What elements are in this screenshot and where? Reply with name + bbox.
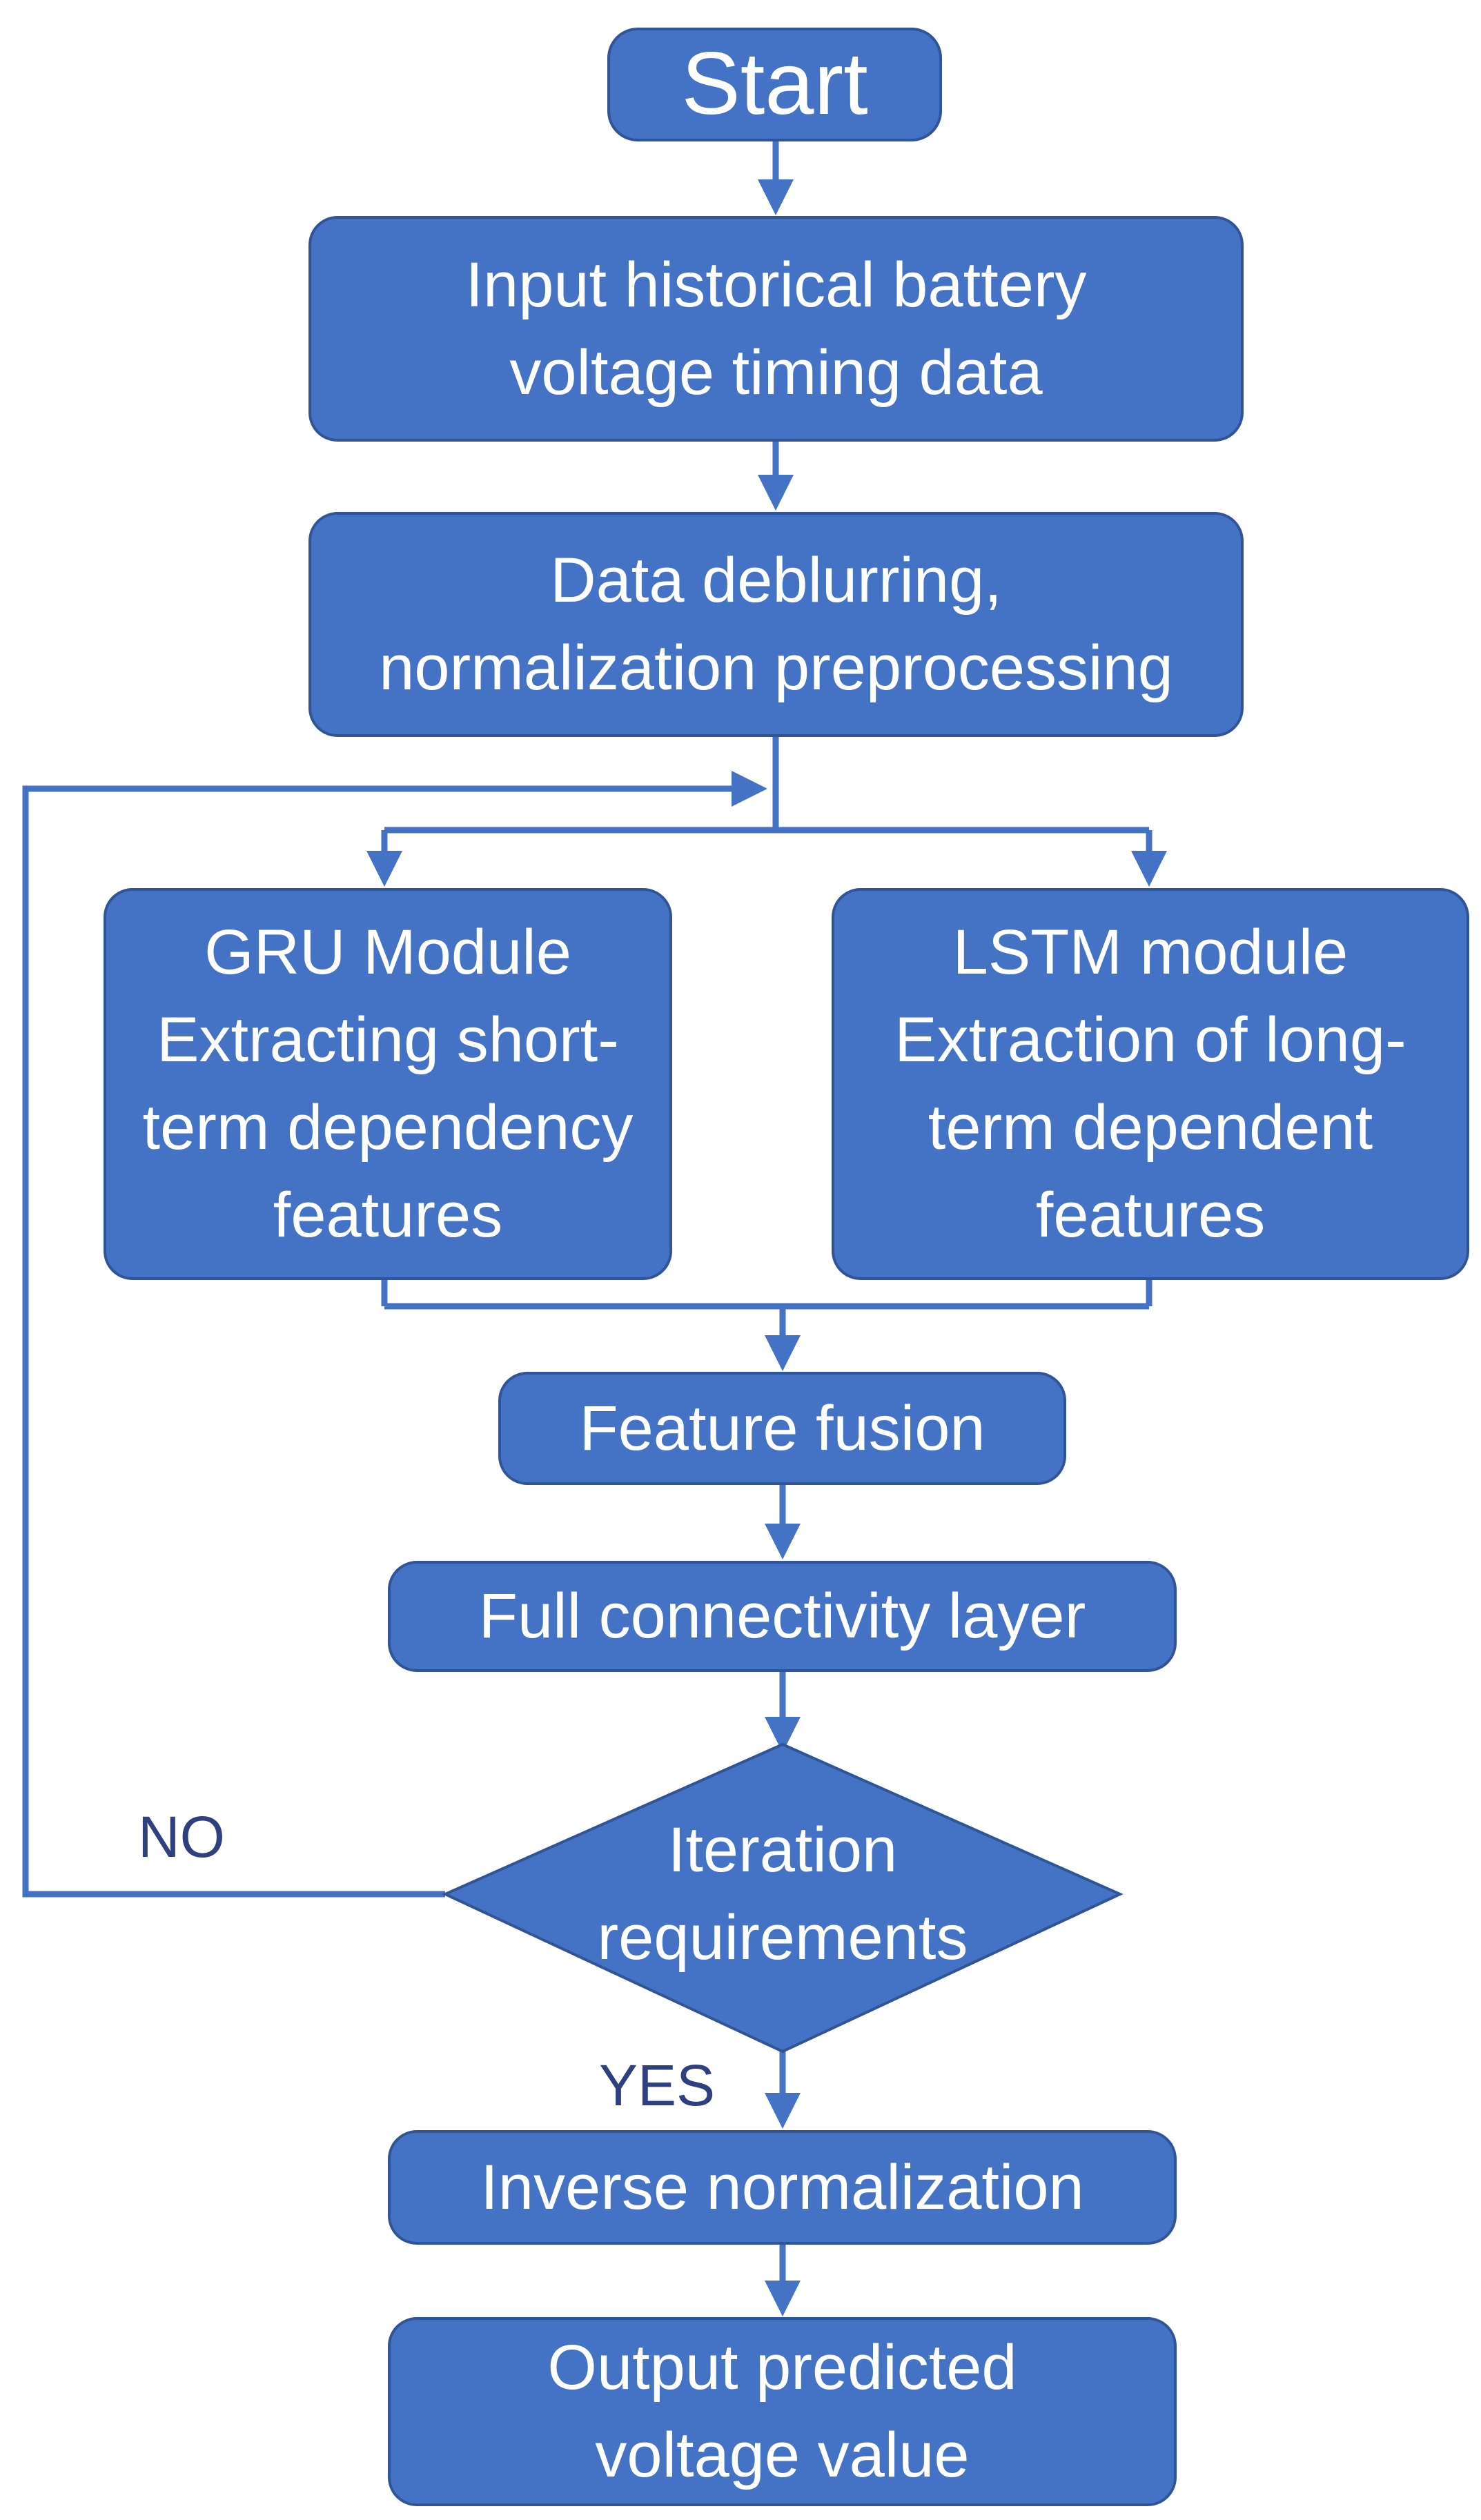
- text-line: LSTM module: [952, 917, 1348, 988]
- text-line: Input historical battery: [465, 249, 1087, 320]
- inverse-normalization-node: Inverse normalization: [388, 2130, 1177, 2245]
- text-line: requirements: [597, 1902, 968, 1973]
- arrowhead-inverse: [765, 2093, 801, 2129]
- text-line: Inverse normalization: [480, 2152, 1084, 2223]
- start-node: Start: [607, 28, 942, 141]
- connector-no-loop: [22, 785, 735, 1898]
- arrowhead-gru: [366, 851, 402, 887]
- arrowhead-lstm: [1131, 851, 1167, 887]
- arrowhead-output: [765, 2281, 801, 2316]
- decision-diamond: [442, 1742, 1124, 2054]
- text-line: features: [273, 1179, 503, 1250]
- text-line: Data deblurring,: [550, 545, 1002, 616]
- text-line: Full connectivity layer: [478, 1581, 1086, 1652]
- text-line: GRU Module: [204, 917, 571, 988]
- text-line: voltage timing data: [509, 337, 1043, 408]
- text-line: voltage value: [595, 2420, 970, 2490]
- text-line: term dependent: [928, 1092, 1373, 1163]
- text-line: Extraction of long-: [894, 1005, 1406, 1076]
- feature-fusion-node: Feature fusion: [498, 1372, 1066, 1485]
- input-data-node: Input historical battery voltage timing d…: [308, 216, 1244, 442]
- arrowhead-input: [758, 179, 794, 215]
- output-node: Output predicted voltage value: [388, 2317, 1177, 2506]
- text-line: Feature fusion: [579, 1392, 985, 1464]
- preprocessing-node: Data deblurring, normalization preprocess…: [308, 512, 1244, 737]
- text-line: Extracting short-: [157, 1005, 619, 1076]
- arrowhead-preprocess: [758, 475, 794, 511]
- text-line: normalization preprocessing: [379, 633, 1173, 703]
- full-connectivity-layer-node: Full connectivity layer: [388, 1561, 1177, 1672]
- arrowhead-loop-return: [732, 771, 767, 807]
- text-line: Iteration: [667, 1815, 898, 1886]
- arrowhead-decision: [765, 1717, 801, 1753]
- yes-branch-label: YES: [599, 2053, 716, 2118]
- text-line: Output predicted: [547, 2332, 1017, 2403]
- arrowhead-fusion: [765, 1335, 801, 1371]
- no-branch-label: NO: [138, 1804, 225, 1869]
- decision-label: Iteration requirements: [524, 1794, 1041, 1994]
- text-line: Start: [681, 35, 868, 134]
- text-line: term dependency: [142, 1092, 634, 1163]
- arrowhead-fc: [765, 1524, 801, 1559]
- text-line: features: [1035, 1179, 1266, 1250]
